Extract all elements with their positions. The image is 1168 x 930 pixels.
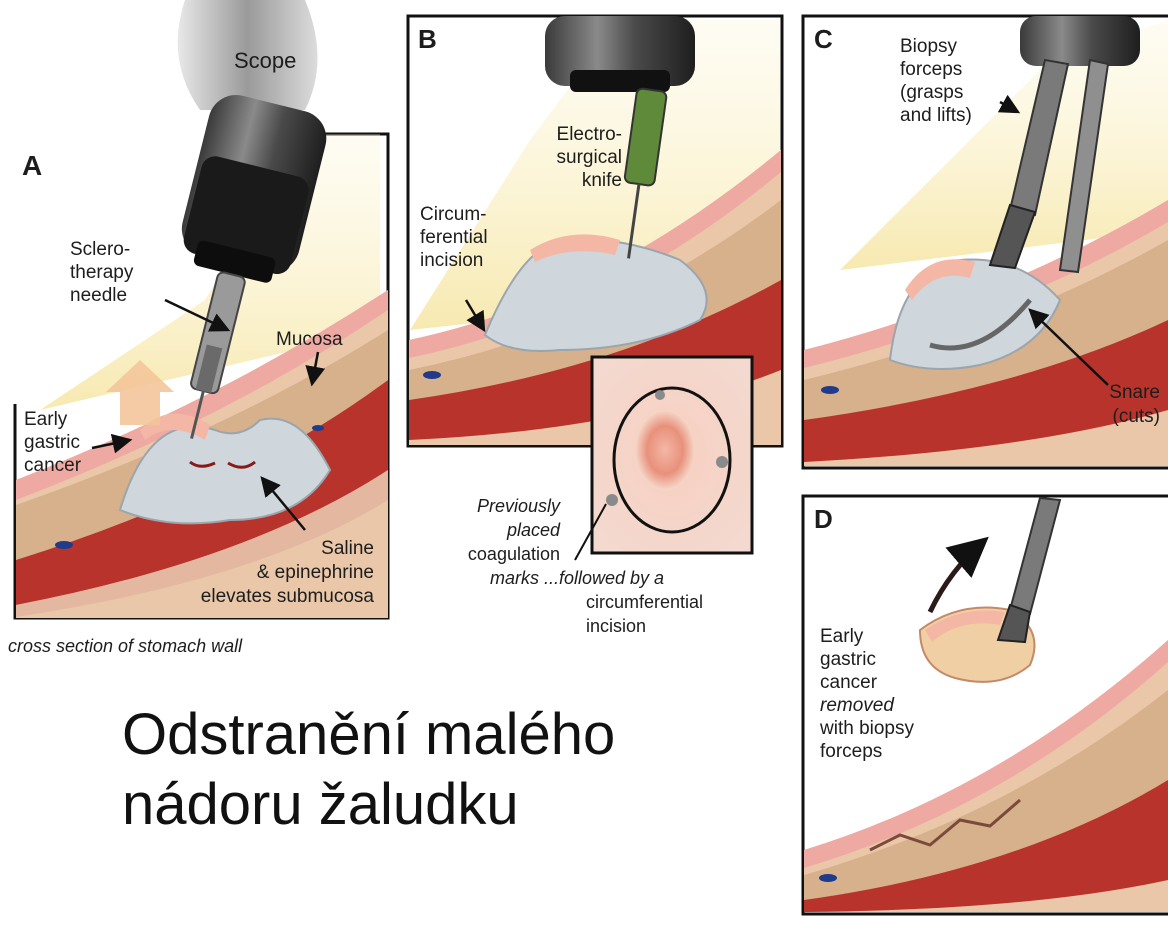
panel-b-vessel [423, 371, 441, 379]
panel-a-mucosa-label: Mucosa [276, 329, 343, 350]
panel-b-inset-coag-mark [716, 456, 728, 468]
panel-a-saline-label-3: elevates submucosa [201, 586, 375, 607]
panel-d-removed-label-4: removed [820, 695, 895, 716]
panel-c-forceps-label-2: forceps [900, 59, 962, 80]
panel-b-knife-label-1: Electro- [557, 124, 622, 145]
panel-a-needle-label-3: needle [70, 285, 127, 306]
panel-c-letter: C [814, 24, 833, 54]
panel-a-cancer-label-1: Early [24, 409, 68, 430]
panel-b-inset-coag-mark [655, 390, 665, 400]
panel-c-snare-label-2: (cuts) [1113, 406, 1161, 427]
panel-b-marks-label-3: coagulation [468, 544, 560, 564]
panel-a-letter: A [22, 150, 42, 181]
panel-b-scope-tip [570, 70, 670, 92]
panel-a-vessel [312, 425, 324, 431]
panel-d-removed-label-6: forceps [820, 741, 882, 762]
panel-b: B Electro- surgical knife Circum- ferent… [408, 16, 782, 636]
panel-b-knife-label-2: surgical [557, 147, 622, 168]
panel-a-needle-label-2: therapy [70, 262, 134, 283]
panel-d-letter: D [814, 504, 833, 534]
panel-b-marks-label-6: incision [586, 616, 646, 636]
panel-c-scope-head [1020, 16, 1140, 66]
panel-c-vessel [821, 386, 839, 394]
panel-b-knife-label-3: knife [582, 170, 622, 191]
panel-b-incision-label-1: Circum- [420, 204, 487, 225]
slide-caption: Odstranění malého nádoru žaludku [122, 700, 722, 840]
panel-b-marks-label-5: circumferential [586, 592, 703, 612]
panel-d-removed-label-5: with biopsy [819, 718, 914, 739]
panel-a: A Scope Sclero- therapy needle Mucosa Ea… [8, 0, 388, 656]
panel-a-needle-label-1: Sclero- [70, 239, 130, 260]
panel-b-marks-label-2: placed [506, 520, 561, 540]
panel-c-snare-label-1: Snare [1109, 382, 1160, 403]
panel-a-vessel [55, 541, 73, 549]
panel-b-inset-tumor [635, 410, 695, 490]
panel-a-cancer-label-2: gastric [24, 432, 80, 453]
panel-c-forceps-label-1: Biopsy [900, 36, 958, 57]
panel-a-cancer-label-3: cancer [24, 455, 82, 476]
panel-b-incision-label-3: incision [420, 250, 483, 271]
panel-d-removed-label-1: Early [820, 626, 864, 647]
panel-c-forceps-label-3: (grasps [900, 82, 963, 103]
panel-b-inset-coag-mark [606, 494, 618, 506]
panel-c: C Biopsy forceps (grasps and lifts) Snar… [803, 16, 1168, 468]
panel-c-forceps-label-4: and lifts) [900, 105, 972, 126]
caption-line-2: nádoru žaludku [122, 770, 722, 840]
panel-a-cross-section-caption: cross section of stomach wall [8, 636, 243, 656]
panel-b-incision-label-2: ferential [420, 227, 488, 248]
panel-a-saline-label-2: & epinephrine [257, 562, 374, 583]
panel-d-vessel [819, 874, 837, 882]
caption-line-1: Odstranění malého [122, 700, 722, 770]
panel-d-removed-label-2: gastric [820, 649, 876, 670]
panel-b-letter: B [418, 24, 437, 54]
panel-d: D Early gastric cancer removed with biop… [803, 496, 1168, 914]
panel-a-scope-label: Scope [234, 48, 296, 73]
panel-d-removed-label-3: cancer [820, 672, 878, 693]
panel-b-marks-label-1: Previously [477, 496, 561, 516]
panel-a-saline-label-1: Saline [321, 538, 374, 559]
panel-b-marks-label-4: marks ...followed by a [490, 568, 664, 588]
